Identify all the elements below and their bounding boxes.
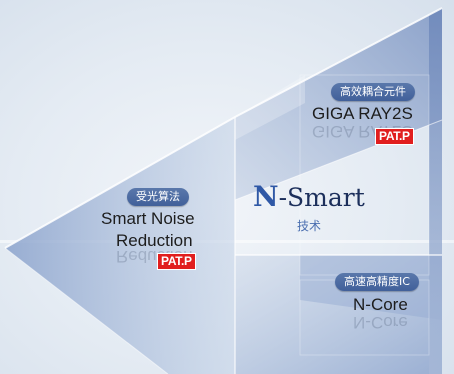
right-edge (429, 8, 442, 374)
left-title-line2: Reduction (116, 231, 193, 250)
bottom-title-reflection: N-Core (353, 313, 408, 332)
left-title-line1: Smart Noise (101, 209, 195, 228)
left-tag: 受光算法 (127, 188, 189, 206)
left-facet (5, 117, 235, 374)
left-patent-badge: PAT.P (157, 253, 196, 270)
brand-name: -Smart (278, 183, 365, 212)
bottom-title: N-Core (353, 295, 408, 314)
brand-subtitle: 技术 (297, 219, 322, 233)
top-title: GIGA RAY2S (312, 104, 413, 123)
top-patent-badge: PAT.P (375, 128, 414, 145)
top-tag: 高效耦合元件 (331, 83, 415, 101)
brand-logo: N-Smart 技术 (253, 180, 393, 234)
top-highlight (235, 75, 305, 140)
bottom-tag: 高速高精度IC (335, 273, 419, 291)
brand-mark: N (253, 180, 279, 213)
top-facet (235, 8, 442, 200)
